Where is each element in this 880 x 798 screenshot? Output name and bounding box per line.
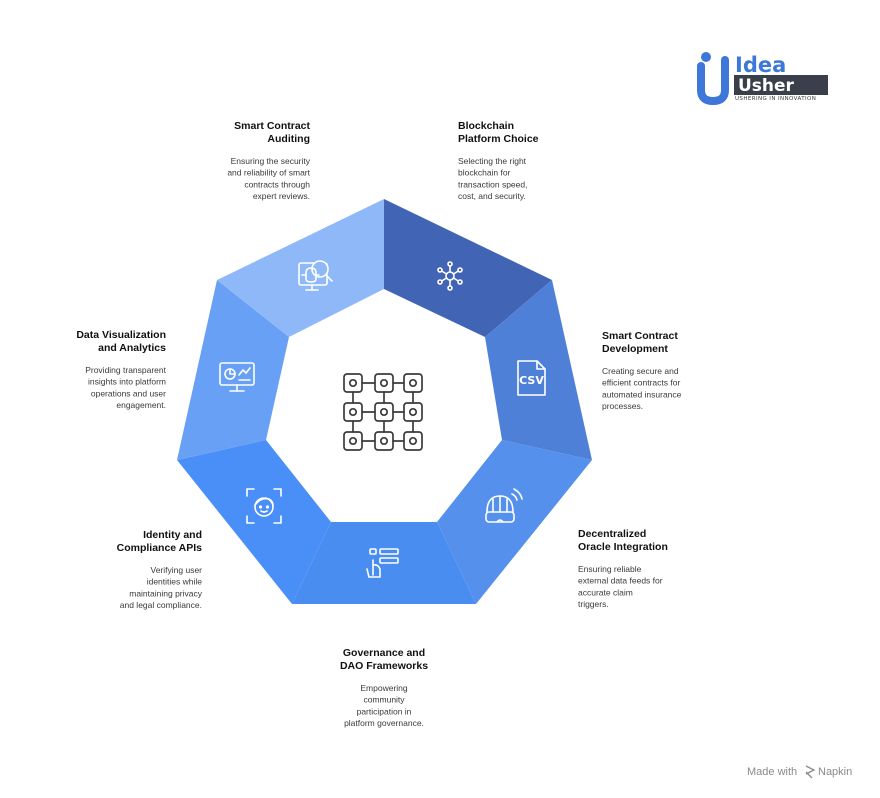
grid-block [403, 402, 423, 422]
brand-tagline: USHERING IN INNOVATION [735, 96, 816, 102]
grid-block [374, 373, 394, 393]
segment-description: engagement. [116, 400, 166, 410]
grid-block [374, 402, 394, 422]
grid-node [348, 407, 358, 417]
segment-description: platform governance. [344, 718, 424, 728]
segment-smart-contract-development [485, 280, 592, 460]
segment-description: maintaining privacy [129, 588, 203, 598]
segment-smart-contract-auditing [217, 199, 384, 337]
segment-description: Ensuring the security [231, 156, 311, 166]
grid-block [403, 431, 423, 451]
segment-title: DAO Frameworks [340, 660, 428, 672]
segment-blockchain-platform-choice [384, 199, 552, 337]
logo-dot [701, 52, 711, 62]
grid-node [408, 407, 418, 417]
made-with-napkin-footer: Made with Napkin [747, 765, 852, 779]
grid-block [343, 431, 363, 451]
segment-description: community [363, 695, 405, 705]
grid-block [374, 431, 394, 451]
brand-logo: Idea Usher USHERING IN INNOVATION [697, 52, 828, 106]
segment-description: participation in [357, 706, 412, 716]
face-scan-icon [246, 488, 282, 524]
dashboard-monitor-icon [219, 362, 255, 392]
segment-title: Compliance APIs [117, 542, 203, 554]
segment-description: Empowering [360, 683, 408, 693]
segment-title: and Analytics [98, 342, 166, 354]
csv-file-icon: CSV [517, 360, 546, 396]
code-search-icon [298, 260, 333, 291]
napkin-logo-icon [805, 765, 816, 779]
segment-description: identities while [147, 577, 203, 587]
segment-description: processes. [602, 401, 643, 411]
segment-description: and legal compliance. [120, 600, 202, 610]
segment-description: contracts through [244, 179, 310, 189]
logo-u-mark [697, 56, 729, 106]
brand-word-idea: Idea [735, 53, 786, 77]
segment-description: efficient contracts for [602, 378, 680, 388]
segment-description: Verifying user [151, 565, 203, 575]
segment-decentralized-oracle-integration [437, 440, 592, 604]
brand-word-box [734, 75, 828, 95]
touch-list-icon [366, 548, 399, 578]
segment-title: Identity and [143, 529, 202, 541]
grid-node [348, 436, 358, 446]
segment-title: Oracle Integration [578, 541, 668, 553]
segment-description: automated insurance [602, 389, 682, 399]
brand-word-usher: Usher [738, 76, 795, 96]
grid-node [408, 436, 418, 446]
segment-description: accurate claim [578, 587, 633, 597]
grid-block [403, 373, 423, 393]
segment-title: Data Visualization [76, 329, 166, 341]
segment-description: external data feeds for [578, 576, 663, 586]
segment-title: Smart Contract [602, 330, 678, 342]
segment-description: insights into platform [88, 377, 166, 387]
segment-title: Development [602, 343, 668, 355]
grid-node [379, 378, 389, 388]
segment-description: Ensuring reliable [578, 564, 642, 574]
footer-made-with: Made with [747, 766, 797, 778]
segment-description: expert reviews. [253, 191, 310, 201]
network-nodes-icon [437, 261, 463, 291]
grid-node [408, 378, 418, 388]
segment-description: triggers. [578, 599, 609, 609]
segment-description: Providing transparent [85, 365, 166, 375]
segment-title: Governance and [343, 647, 425, 659]
segment-description: blockchain for [458, 168, 511, 178]
segment-identity-compliance-apis [177, 440, 331, 604]
heptagon-ring [177, 199, 592, 604]
segment-description: Creating secure and [602, 366, 679, 376]
segment-title: Platform Choice [458, 133, 539, 145]
grid-block [343, 373, 363, 393]
vr-headset-signal-icon [485, 488, 523, 523]
segment-description: operations and user [91, 388, 166, 398]
grid-node [379, 436, 389, 446]
svg-text:CSV: CSV [519, 374, 544, 387]
segment-title: Decentralized [578, 528, 646, 540]
grid-node [348, 378, 358, 388]
segment-description: and reliability of smart [227, 168, 310, 178]
grid-node [379, 407, 389, 417]
segment-title: Auditing [267, 133, 310, 145]
blockchain-grid-icon [343, 373, 423, 451]
footer-napkin: Napkin [818, 766, 852, 778]
grid-block [343, 402, 363, 422]
segment-title: Smart Contract [234, 120, 310, 132]
segment-description: cost, and security. [458, 191, 526, 201]
segment-description: Selecting the right [458, 156, 527, 166]
segment-description: transaction speed, [458, 179, 527, 189]
segment-title: Blockchain [458, 120, 514, 132]
